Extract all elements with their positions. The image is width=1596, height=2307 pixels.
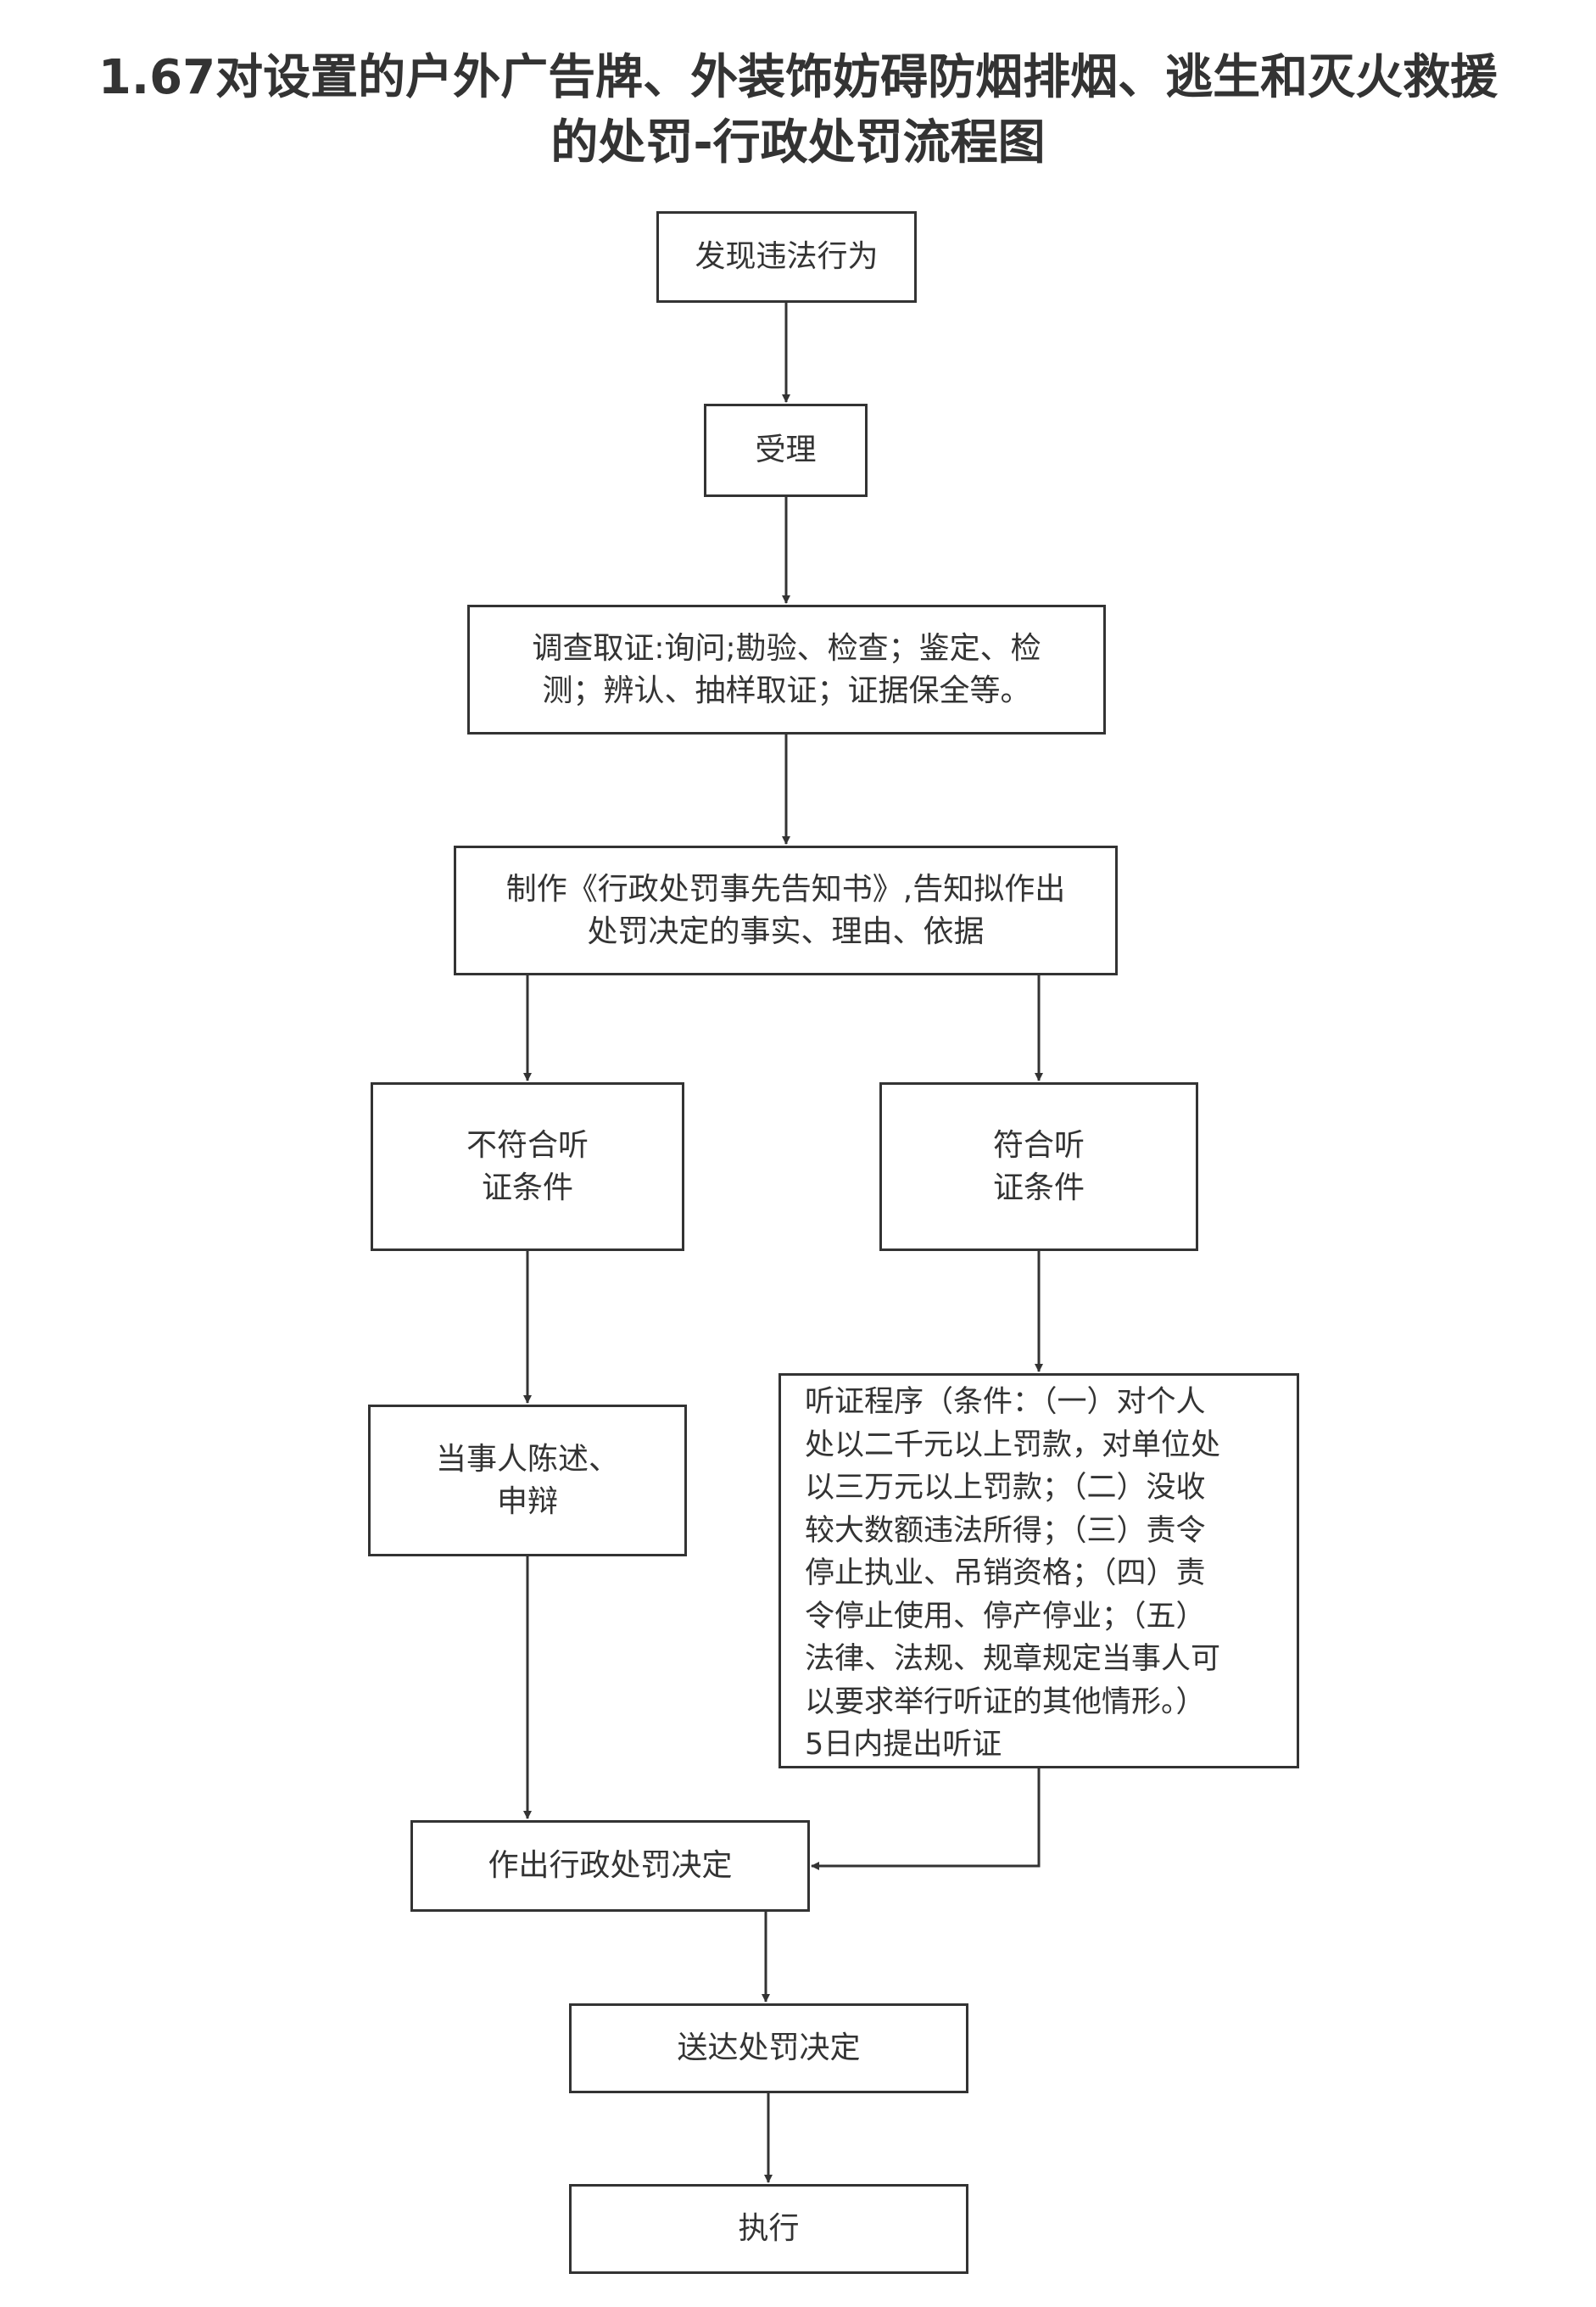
hearing-line: 以三万元以上罚款；（二）没收: [805, 1471, 1206, 1505]
node-label-line-2: 申辩: [496, 1483, 558, 1519]
node-label: 执行: [738, 2211, 800, 2246]
node-discover-violation: 发现违法行为: [656, 211, 917, 303]
node-label-line-1: 不符合听: [466, 1127, 589, 1163]
node-investigate: 调查取证:询问;勘验、检查；鉴定、检 测；辨认、抽样取证；证据保全等。: [467, 605, 1106, 735]
hearing-line: 停止执业、吊销资格；（四）责: [805, 1556, 1206, 1590]
node-execute: 执行: [569, 2184, 968, 2274]
hearing-line: 处以二千元以上罚款，对单位处: [805, 1427, 1221, 1462]
node-not-eligible-hearing: 不符合听 证条件: [371, 1082, 684, 1251]
hearing-line: 令停止使用、停产停业；（五）: [805, 1599, 1206, 1634]
node-label: 受理: [755, 433, 817, 467]
node-label-line-2: 证条件: [481, 1170, 573, 1205]
node-deliver-decision: 送达处罚决定: [569, 2003, 968, 2093]
node-label-line-2: 证条件: [992, 1170, 1085, 1205]
diagram-title-line-1: 1.67对设置的户外广告牌、外装饰妨碍防烟排烟、逃生和灭火救援: [98, 50, 1498, 105]
node-hearing-procedure: 听证程序（条件：（一）对个人 处以二千元以上罚款，对单位处 以三万元以上罚款；（…: [778, 1373, 1299, 1768]
hearing-line: 以要求举行听证的其他情形。）: [805, 1684, 1206, 1719]
hearing-line: 5日内提出听证: [805, 1728, 1002, 1762]
node-prior-notice: 制作《行政处罚事先告知书》,告知拟作出 处罚决定的事实、理由、依据: [454, 846, 1118, 975]
hearing-line: 听证程序（条件：（一）对个人: [805, 1385, 1206, 1419]
node-label-line-1: 当事人陈述、: [435, 1441, 619, 1477]
node-make-decision: 作出行政处罚决定: [410, 1820, 810, 1912]
node-accept: 受理: [704, 404, 868, 497]
node-statement-defense: 当事人陈述、 申辩: [368, 1405, 687, 1556]
node-label-line-1: 符合听: [992, 1127, 1085, 1163]
arrow-hearing-to-decision: [811, 1768, 1041, 1870]
node-eligible-hearing: 符合听 证条件: [879, 1082, 1198, 1251]
node-label-line-1: 制作《行政处罚事先告知书》,告知拟作出: [505, 871, 1066, 907]
hearing-line: 法律、法规、规章规定当事人可: [805, 1642, 1221, 1676]
node-label: 作出行政处罚决定: [488, 1848, 733, 1883]
hearing-line: 较大数额违法所得；（三）责令: [805, 1513, 1206, 1548]
node-label-line-2: 处罚决定的事实、理由、依据: [587, 913, 985, 949]
diagram-title-line-2: 的处罚-行政处罚流程图: [550, 115, 1046, 170]
node-label-line-1: 调查取证:询问;勘验、检查；鉴定、检: [532, 630, 1041, 666]
node-label-line-2: 测；辨认、抽样取证；证据保全等。: [542, 673, 1031, 708]
node-label: 发现违法行为: [695, 239, 879, 274]
node-label: 送达处罚决定: [677, 2030, 861, 2065]
